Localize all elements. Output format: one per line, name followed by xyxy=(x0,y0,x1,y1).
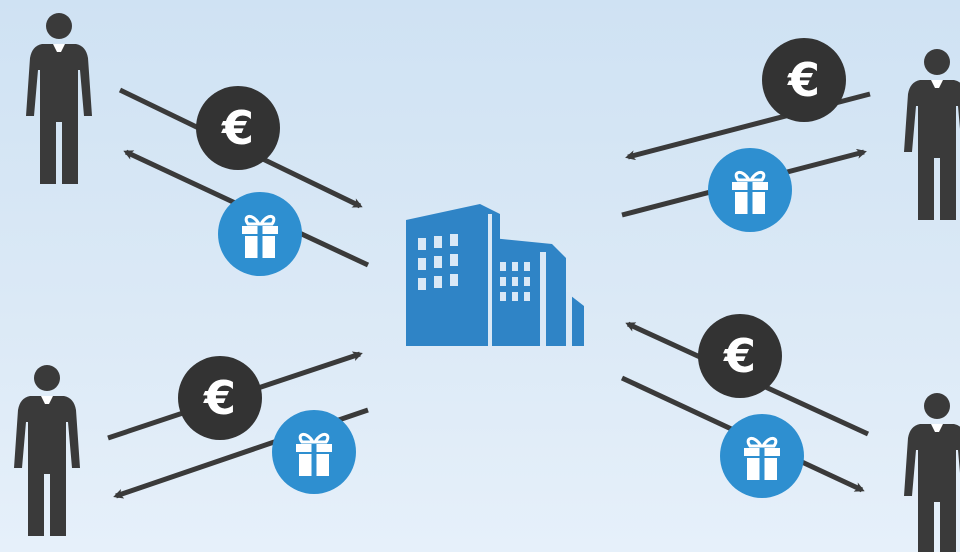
money-coin-icon-top-right: € xyxy=(762,38,846,122)
money-coin-icon-top-left: € xyxy=(196,86,280,170)
businessman-bottom-left xyxy=(14,365,80,536)
money-coin-icon-bottom-right: € xyxy=(698,314,782,398)
gift-icon-top-left xyxy=(216,190,304,278)
company-building-icon xyxy=(406,204,584,346)
svg-text:€: € xyxy=(723,329,756,383)
svg-text:€: € xyxy=(787,53,820,107)
businessman-bottom-right xyxy=(904,393,960,552)
gift-icon-bottom-right xyxy=(718,412,806,500)
gift-icon-bottom-left xyxy=(270,408,358,496)
gift-icon-top-right xyxy=(706,146,794,234)
money-coin-icon-bottom-left: € xyxy=(178,356,262,440)
businessman-top-left xyxy=(26,13,92,184)
svg-text:€: € xyxy=(221,101,254,155)
svg-text:€: € xyxy=(203,371,236,425)
businessman-top-right xyxy=(904,49,960,220)
